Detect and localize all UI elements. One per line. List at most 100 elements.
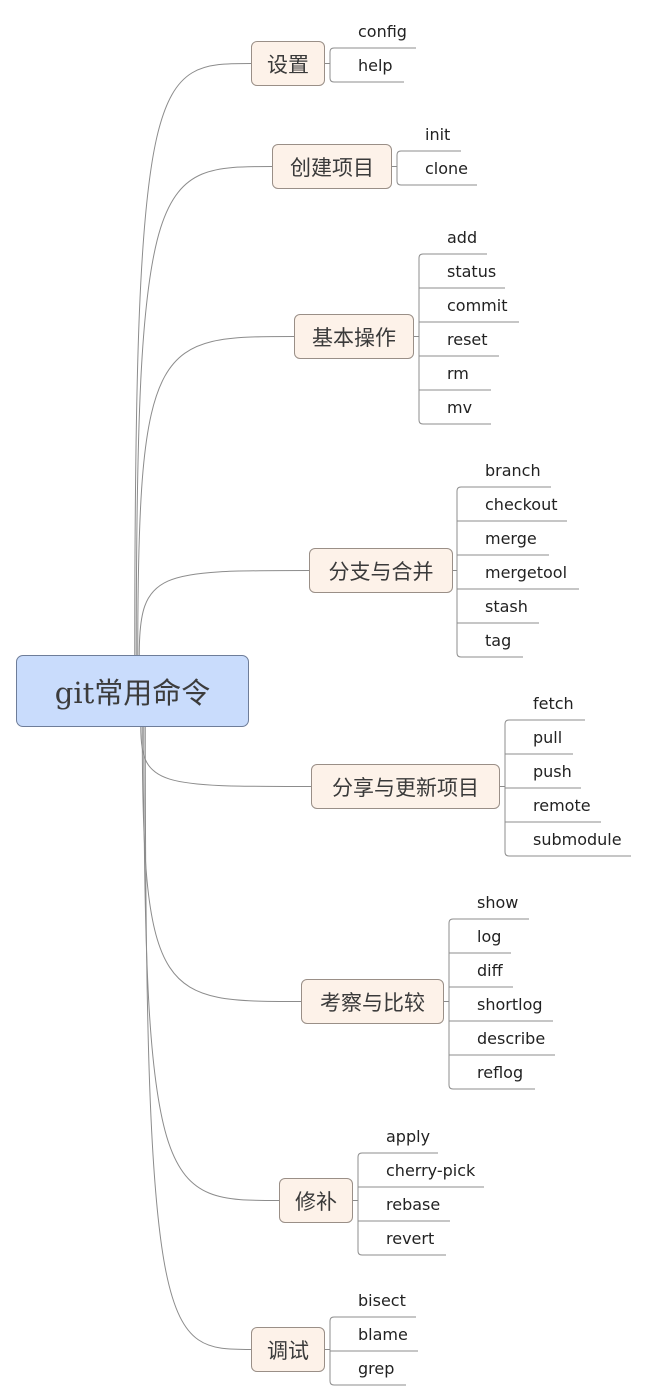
subtopic-remote[interactable]: remote <box>505 788 591 822</box>
subtopic-grep[interactable]: grep <box>330 1351 394 1385</box>
topic-create-project[interactable]: 创建项目 <box>272 144 392 189</box>
subtopic-fetch[interactable]: fetch <box>505 686 574 720</box>
topic-settings[interactable]: 设置 <box>251 41 325 86</box>
subtopic-submodule[interactable]: submodule <box>505 822 622 856</box>
subtopic-label: clone <box>425 158 469 178</box>
subtopic-revert[interactable]: revert <box>358 1221 434 1255</box>
subtopic-label: checkout <box>485 494 558 514</box>
subtopic-reflog[interactable]: reflog <box>449 1055 523 1089</box>
topic-label: 设置 <box>267 52 309 77</box>
topic-label: 基本操作 <box>312 325 396 350</box>
topic-debug[interactable]: 调试 <box>251 1327 325 1372</box>
subtopic-label: reflog <box>477 1062 524 1082</box>
subtopic-label: merge <box>485 528 537 548</box>
connector-create-project <box>135 166 273 656</box>
subtopic-label: bisect <box>358 1290 406 1310</box>
subtopic-label: remote <box>533 795 591 815</box>
connector-settings <box>134 63 252 656</box>
subtopic-label: branch <box>485 460 541 480</box>
subtopic-label: reset <box>447 329 488 349</box>
topic-basic-ops[interactable]: 基本操作 <box>294 314 414 359</box>
subtopic-apply[interactable]: apply <box>358 1119 430 1153</box>
subtopic-label: init <box>425 124 451 144</box>
subtopic-bisect[interactable]: bisect <box>330 1283 406 1317</box>
subtopic-show[interactable]: show <box>449 885 518 919</box>
topic-label: 创建项目 <box>290 155 374 180</box>
subtopic-label: submodule <box>533 829 622 849</box>
subtopic-label: mergetool <box>485 562 568 582</box>
subtopic-describe[interactable]: describe <box>449 1021 545 1055</box>
subtopic-help[interactable]: help <box>330 48 393 82</box>
subtopic-label: cherry-pick <box>386 1160 476 1180</box>
subtopic-clone[interactable]: clone <box>397 151 468 185</box>
subtopic-push[interactable]: push <box>505 754 572 788</box>
subtopic-stash[interactable]: stash <box>457 589 528 623</box>
subtopic-config[interactable]: config <box>330 14 407 48</box>
topic-label: 分享与更新项目 <box>332 775 479 800</box>
subtopic-label: diff <box>477 960 503 980</box>
topic-label: 修补 <box>295 1189 337 1214</box>
bracket-inspect-compare <box>448 918 454 1090</box>
subtopic-rebase[interactable]: rebase <box>358 1187 440 1221</box>
connector-debug <box>144 726 252 1350</box>
root-topic[interactable]: git常用命令 <box>16 655 249 727</box>
subtopic-label: config <box>358 21 407 41</box>
subtopic-add[interactable]: add <box>419 220 477 254</box>
subtopic-blame[interactable]: blame <box>330 1317 408 1351</box>
subtopic-status[interactable]: status <box>419 254 496 288</box>
subtopic-pull[interactable]: pull <box>505 720 562 754</box>
subtopic-label: rebase <box>386 1194 441 1214</box>
bracket-basic-ops <box>418 253 424 425</box>
subtopic-label: describe <box>477 1028 546 1048</box>
topic-patch[interactable]: 修补 <box>279 1178 353 1223</box>
subtopic-branch[interactable]: branch <box>457 453 541 487</box>
connector-patch <box>143 726 280 1201</box>
bracket-branch-merge <box>456 486 462 658</box>
subtopic-label: revert <box>386 1228 435 1248</box>
subtopic-log[interactable]: log <box>449 919 501 953</box>
subtopic-label: push <box>533 761 572 781</box>
subtopic-label: status <box>447 261 497 281</box>
topic-share-update[interactable]: 分享与更新项目 <box>311 764 500 809</box>
subtopic-label: blame <box>358 1324 408 1344</box>
subtopic-label: stash <box>485 596 528 616</box>
subtopic-label: apply <box>386 1126 431 1146</box>
subtopic-shortlog[interactable]: shortlog <box>449 987 543 1021</box>
subtopic-cherry-pick[interactable]: cherry-pick <box>358 1153 475 1187</box>
connector-branch-merge <box>138 570 310 656</box>
subtopic-tag[interactable]: tag <box>457 623 511 657</box>
subtopic-reset[interactable]: reset <box>419 322 488 356</box>
connector-inspect-compare <box>141 726 302 1002</box>
subtopic-commit[interactable]: commit <box>419 288 507 322</box>
subtopic-checkout[interactable]: checkout <box>457 487 557 521</box>
subtopic-label: mv <box>447 397 473 417</box>
topic-branch-merge[interactable]: 分支与合并 <box>309 548 453 593</box>
subtopic-label: tag <box>485 630 512 650</box>
subtopic-diff[interactable]: diff <box>449 953 503 987</box>
subtopic-label: fetch <box>533 693 574 713</box>
subtopic-label: add <box>447 227 478 247</box>
topic-inspect-compare[interactable]: 考察与比较 <box>301 979 444 1024</box>
subtopic-label: log <box>477 926 502 946</box>
subtopic-rm[interactable]: rm <box>419 356 469 390</box>
bracket-settings <box>329 47 335 83</box>
topic-label: 考察与比较 <box>320 990 425 1015</box>
subtopic-label: commit <box>447 295 508 315</box>
subtopic-label: pull <box>533 727 563 747</box>
connector-basic-ops <box>137 336 295 656</box>
subtopic-label: show <box>477 892 519 912</box>
subtopic-label: shortlog <box>477 994 543 1014</box>
connector-share-update <box>140 726 312 787</box>
subtopic-label: grep <box>358 1358 395 1378</box>
subtopic-mergetool[interactable]: mergetool <box>457 555 567 589</box>
root-topic-label: git常用命令 <box>54 676 211 710</box>
subtopic-mv[interactable]: mv <box>419 390 472 424</box>
subtopic-init[interactable]: init <box>397 117 450 151</box>
topic-label: 调试 <box>267 1338 309 1363</box>
bracket-patch <box>357 1152 363 1256</box>
bracket-create-project <box>396 150 402 186</box>
subtopic-merge[interactable]: merge <box>457 521 537 555</box>
topic-label: 分支与合并 <box>328 559 434 584</box>
subtopic-label: help <box>358 55 393 75</box>
